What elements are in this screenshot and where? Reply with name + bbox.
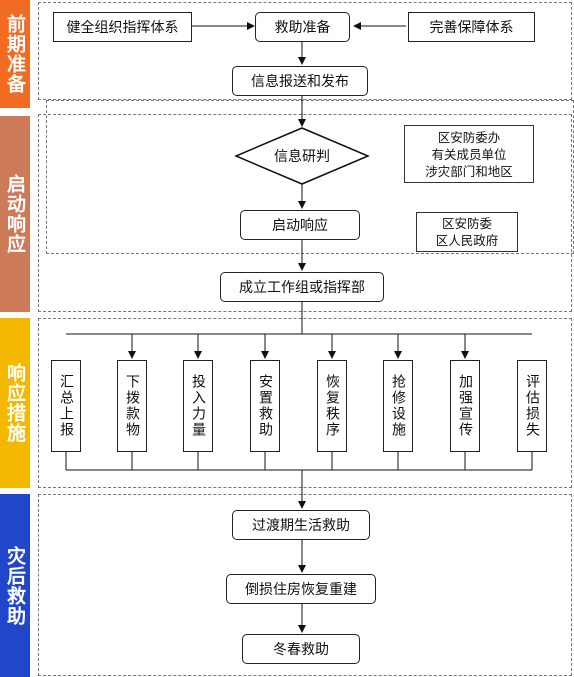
measure-box-summary: 汇总上报: [51, 360, 81, 452]
info-report-box: 信息报送和发布: [232, 66, 368, 96]
workgroup-box: 成立工作组或指挥部: [220, 272, 384, 302]
measure-box-resettle: 安置救助: [250, 360, 280, 452]
measure-label: 下拨款物: [124, 374, 140, 438]
start-response-box: 启动响应: [240, 210, 360, 240]
note-agencies-line-1: 区安防委办: [437, 129, 501, 145]
support-system-box: 完善保障体系: [408, 12, 535, 42]
stage-band-launch: 启动响应: [0, 116, 30, 312]
housing-rebuild-box: 倒损住房恢复重建: [226, 574, 376, 604]
judge-label: 信息研判: [274, 149, 330, 165]
org-command-system-box: 健全组织指挥体系: [53, 12, 192, 42]
measure-label: 投入力量: [190, 374, 206, 438]
measure-box-deploy: 投入力量: [183, 360, 213, 452]
measure-box-assess: 评估损失: [517, 360, 547, 452]
stage-band-prep: 前期准备: [0, 0, 30, 108]
measure-label: 安置救助: [257, 374, 273, 438]
note-agencies: 区安防委办 有关成员单位 涉灾部门和地区: [404, 125, 534, 183]
relief-prep-label: 救助准备: [274, 20, 331, 36]
workgroup-label: 成立工作组或指挥部: [239, 280, 365, 296]
winter-relief-box: 冬春救助: [242, 634, 360, 664]
frame-launch-outer: [38, 114, 572, 312]
stage-band-post: 灾后救助: [0, 494, 30, 677]
relief-prep-box: 救助准备: [255, 12, 350, 42]
judge-diamond: [234, 127, 370, 185]
measure-label: 恢复秩序: [324, 374, 340, 438]
org-command-system-label: 健全组织指挥体系: [66, 20, 179, 36]
stage-label-prep: 前期准备: [4, 14, 26, 94]
transition-relief-box: 过渡期生活救助: [232, 510, 370, 540]
stage-band-measures: 响应措施: [0, 318, 30, 488]
note-agencies-line-2: 有关成员单位: [431, 146, 507, 162]
housing-rebuild-label: 倒损住房恢复重建: [245, 582, 357, 598]
measure-label: 汇总上报: [58, 374, 74, 438]
measure-label: 抢修设施: [390, 374, 406, 438]
note-government: 区安防委 区人民政府: [416, 212, 518, 252]
note-agencies-line-3: 涉灾部门和地区: [425, 163, 513, 179]
measure-box-order: 恢复秩序: [317, 360, 347, 452]
note-government-line-1: 区安防委: [441, 216, 492, 231]
measure-box-publicity: 加强宣传: [450, 360, 480, 452]
info-report-label: 信息报送和发布: [251, 74, 349, 90]
note-government-line-2: 区人民政府: [435, 233, 499, 248]
support-system-label: 完善保障体系: [429, 20, 514, 36]
start-response-label: 启动响应: [272, 218, 328, 234]
frame-prep: [38, 2, 572, 100]
stage-label-post: 灾后救助: [4, 545, 26, 626]
stage-label-launch: 启动响应: [4, 174, 26, 254]
winter-relief-label: 冬春救助: [273, 642, 329, 658]
frame-post: [38, 494, 572, 676]
measure-label: 加强宣传: [457, 374, 473, 438]
measure-box-allocate: 下拨款物: [117, 360, 147, 452]
measure-box-repair: 抢修设施: [383, 360, 413, 452]
frame-measures: [38, 318, 572, 488]
transition-relief-label: 过渡期生活救助: [252, 518, 350, 534]
stage-label-measures: 响应措施: [4, 363, 26, 443]
measure-label: 评估损失: [524, 374, 540, 438]
